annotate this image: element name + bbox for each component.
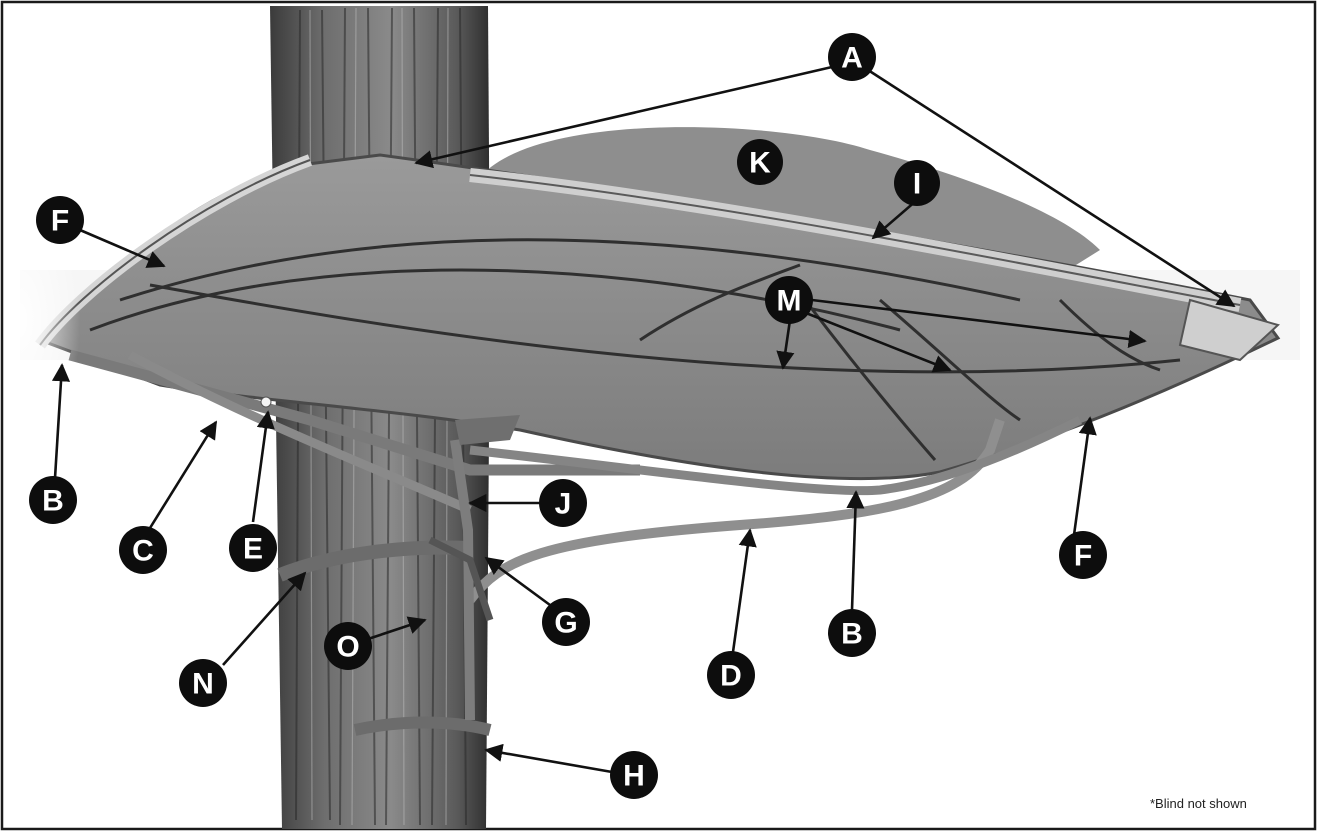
- label-a: A: [828, 33, 876, 81]
- svg-text:I: I: [913, 168, 921, 201]
- label-b-right: B: [828, 609, 876, 657]
- label-b-left: B: [29, 476, 77, 524]
- svg-text:C: C: [132, 535, 154, 568]
- label-o: O: [324, 622, 372, 670]
- svg-text:F: F: [1074, 540, 1092, 573]
- svg-text:B: B: [42, 485, 64, 518]
- footnote: *Blind not shown: [1150, 796, 1247, 811]
- label-c: C: [119, 526, 167, 574]
- svg-text:A: A: [841, 42, 863, 75]
- svg-text:K: K: [749, 147, 771, 180]
- svg-text:G: G: [554, 607, 577, 640]
- svg-text:J: J: [555, 488, 572, 521]
- svg-text:H: H: [623, 760, 645, 793]
- label-m: M: [765, 276, 813, 324]
- svg-text:B: B: [841, 618, 863, 651]
- label-k: K: [737, 139, 783, 185]
- svg-text:F: F: [51, 205, 69, 238]
- svg-text:M: M: [777, 285, 802, 318]
- label-f-right: F: [1059, 531, 1107, 579]
- svg-text:N: N: [192, 668, 214, 701]
- svg-text:E: E: [243, 533, 263, 566]
- label-e: E: [229, 524, 277, 572]
- label-n: N: [179, 659, 227, 707]
- label-h: H: [610, 751, 658, 799]
- label-i: I: [894, 160, 940, 206]
- pin-e: [261, 397, 271, 407]
- label-d: D: [707, 651, 755, 699]
- label-g: G: [542, 598, 590, 646]
- svg-text:D: D: [720, 660, 742, 693]
- svg-text:O: O: [336, 631, 359, 664]
- label-j: J: [539, 479, 587, 527]
- label-f-left: F: [36, 196, 84, 244]
